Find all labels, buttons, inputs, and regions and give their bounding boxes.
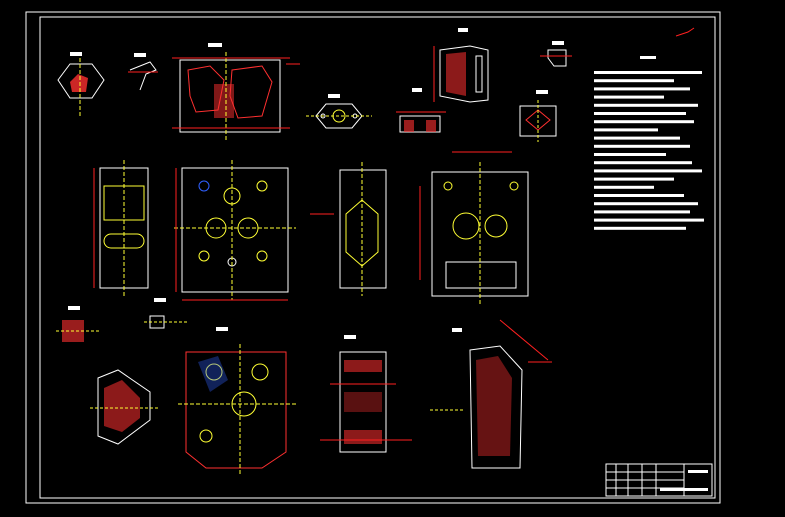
view-top-part-profile <box>433 28 489 103</box>
note-line <box>594 185 654 189</box>
technical-notes <box>594 56 704 230</box>
view-lower-right-section <box>430 319 552 469</box>
note-line <box>594 136 680 140</box>
outer-border <box>25 11 721 504</box>
note-line <box>594 103 698 107</box>
view-right-diamond <box>519 90 557 142</box>
note-line <box>594 144 690 148</box>
revision-mark <box>675 27 695 37</box>
note-line <box>594 120 694 124</box>
note-line <box>594 95 664 99</box>
note-line <box>594 202 698 206</box>
note-line <box>594 177 674 181</box>
view-side-section <box>310 162 387 296</box>
note-line <box>594 161 692 165</box>
view-lower-side-section <box>320 335 412 453</box>
note-line <box>594 87 690 91</box>
inner-border <box>39 16 716 499</box>
note-line <box>594 218 704 222</box>
note-line <box>594 128 658 132</box>
note-line <box>594 112 686 115</box>
view-small-left-1 <box>56 306 100 342</box>
note-line <box>594 169 702 173</box>
view-lower-main-section <box>178 327 296 474</box>
view-small-left-2 <box>144 298 188 329</box>
note-line <box>594 194 684 197</box>
note-line <box>594 79 674 83</box>
note-line <box>594 226 686 230</box>
view-flange-plate <box>306 94 372 129</box>
view-rear-main <box>419 151 529 304</box>
note-line <box>594 210 690 214</box>
view-small-hook <box>128 53 158 91</box>
view-top-section-main <box>172 43 300 140</box>
view-front-main <box>174 160 296 301</box>
view-left-elevation <box>93 160 149 296</box>
view-top-right-small <box>540 41 572 67</box>
view-top-left-bracket <box>57 52 105 118</box>
note-line <box>594 153 666 156</box>
view-small-block <box>396 88 446 133</box>
view-lower-left-section <box>90 369 160 445</box>
note-line <box>594 71 702 74</box>
title-block <box>605 463 713 497</box>
